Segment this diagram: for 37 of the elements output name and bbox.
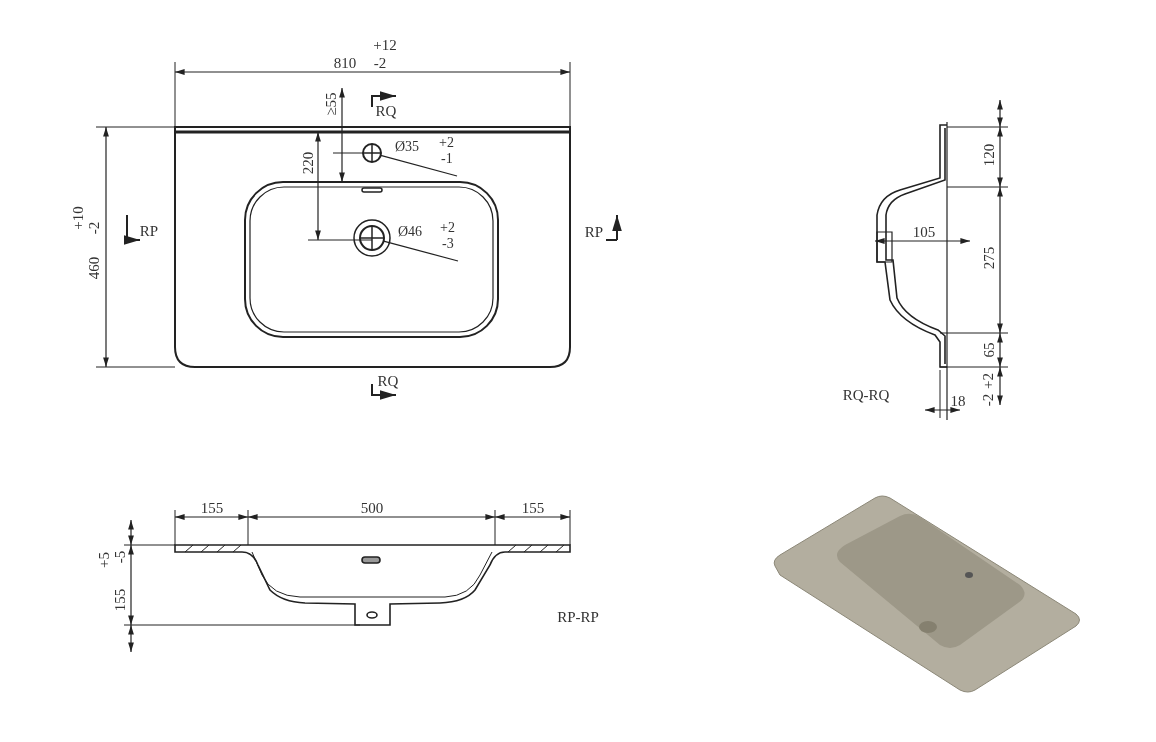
- section-label: RQ: [375, 103, 397, 119]
- view-title: RQ-RQ: [842, 387, 890, 403]
- tolerance-text: +2: [439, 136, 454, 150]
- dimension-text: 155: [112, 588, 128, 612]
- tolerance-text: -2: [86, 221, 102, 235]
- dimension-text: 120: [981, 143, 997, 167]
- dimension-text: 105: [912, 224, 936, 240]
- dimension-text: 155: [200, 500, 224, 516]
- tolerance-text: +12: [373, 37, 397, 53]
- tolerance-text: +5: [96, 552, 112, 568]
- dimension-text: Ø35: [395, 140, 420, 154]
- drain-hole: [359, 225, 385, 251]
- tolerance-text: -2: [373, 55, 387, 71]
- tolerance-text: +10: [70, 206, 86, 230]
- dimension-text: 275: [981, 246, 997, 270]
- leader-line: [383, 240, 459, 262]
- dimension-text: 500: [360, 500, 384, 516]
- section-label: RQ: [377, 373, 399, 389]
- dimension-text: 18: [950, 393, 966, 409]
- tolerance-text: +2: [440, 221, 455, 235]
- dimension-text: 810: [333, 55, 357, 71]
- leader-line: [380, 154, 458, 177]
- tolerance-text: -5: [112, 550, 128, 564]
- tolerance-text: +2: [980, 373, 996, 389]
- tolerance-text: -3: [442, 237, 454, 251]
- section-label: RP: [139, 223, 159, 239]
- dimension-text: Ø46: [398, 225, 423, 239]
- section-label: RP: [584, 224, 604, 240]
- tolerance-text: -2: [980, 393, 996, 407]
- dimension-text: 65: [981, 342, 997, 358]
- dimension-text: 220: [300, 151, 316, 175]
- dimension-text: ≥55: [323, 92, 339, 116]
- tap-hole: [362, 143, 382, 163]
- dimension-text: 460: [86, 256, 102, 280]
- dimension-text: 155: [521, 500, 545, 516]
- view-title: RP-RP: [557, 609, 599, 625]
- tolerance-text: -1: [441, 152, 453, 166]
